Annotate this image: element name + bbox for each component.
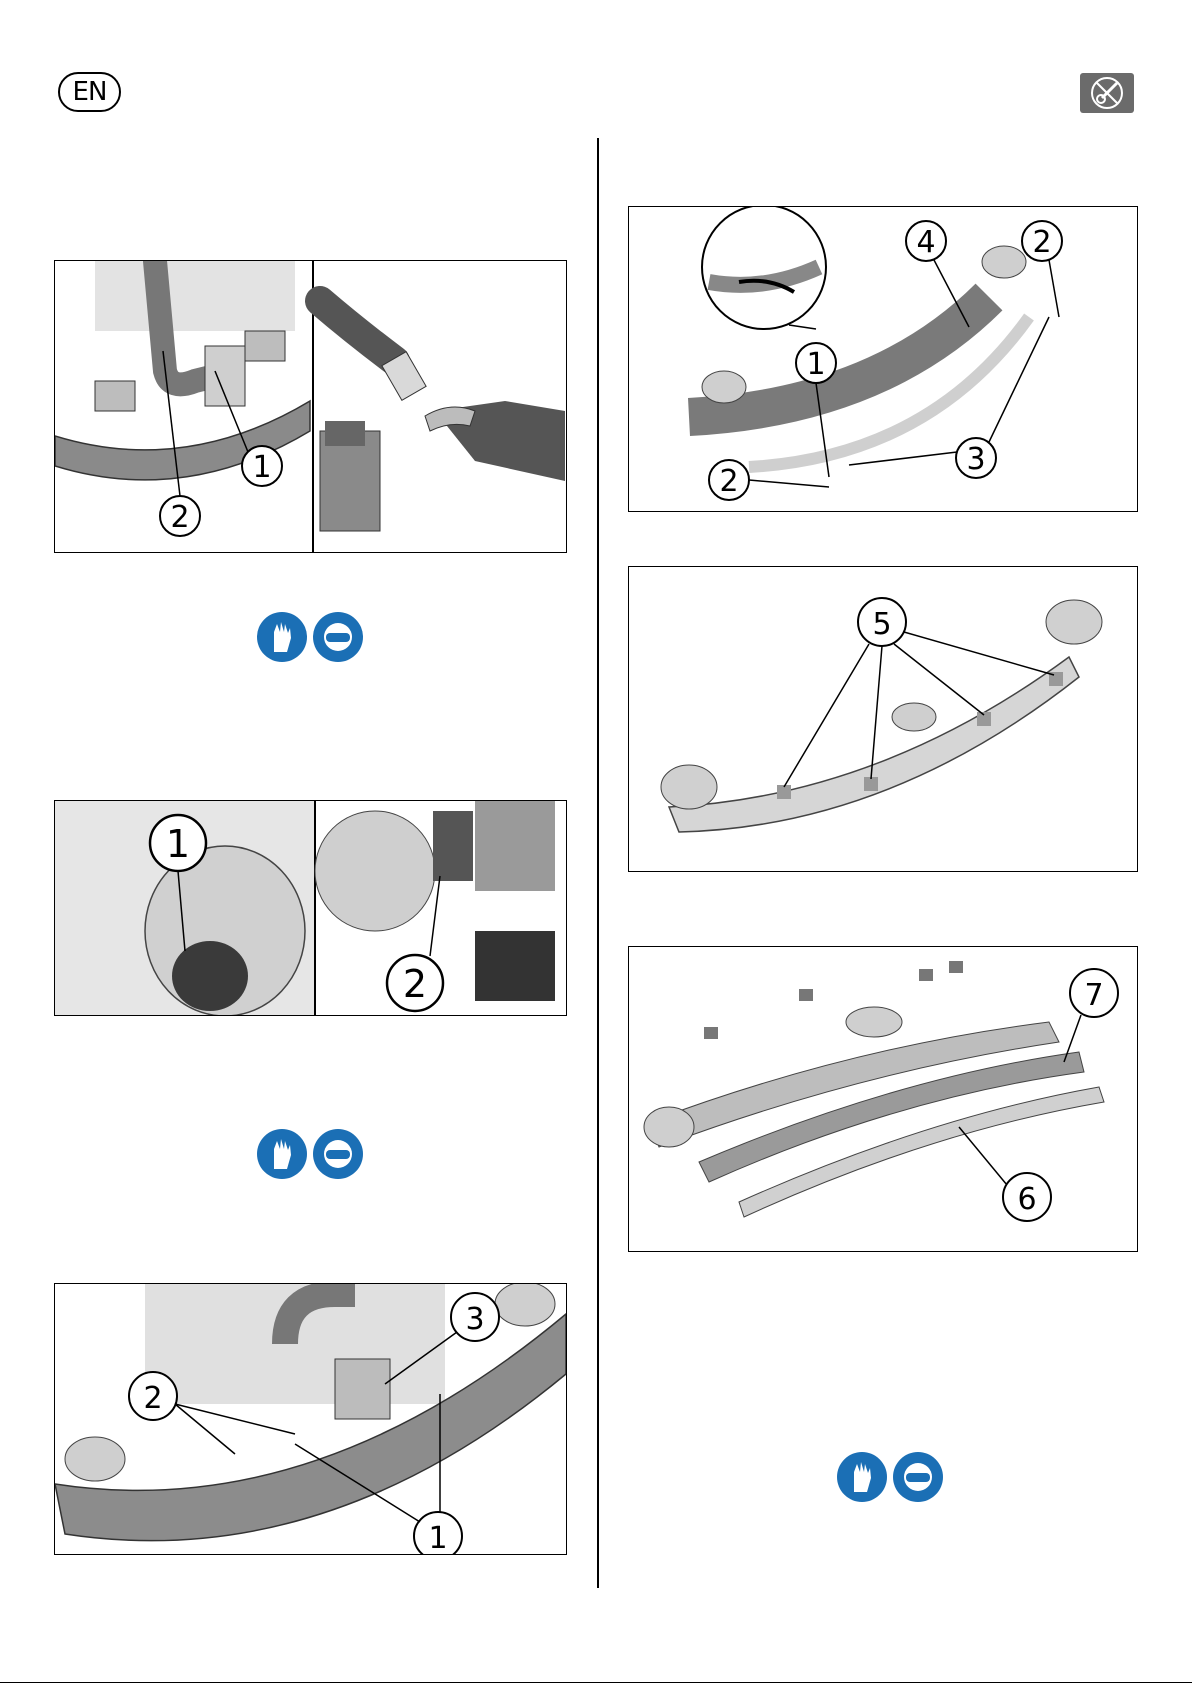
callout-1-label: 1 <box>252 450 271 485</box>
callout-2-label: 2 <box>143 1381 162 1416</box>
callout-5-label: 5 <box>872 607 891 642</box>
callout-6-label: 6 <box>1017 1182 1036 1217</box>
figure-blade-knobs: 5 <box>628 566 1138 872</box>
gloves-icon <box>257 612 307 662</box>
callout-6: 6 <box>959 1127 1051 1221</box>
callout-2-label: 2 <box>170 500 189 535</box>
callout-1-label: 1 <box>166 822 190 866</box>
callout-1-label: 1 <box>806 347 825 382</box>
callout-2-label: 2 <box>403 962 427 1006</box>
figure-blade-strips: 7 6 <box>628 946 1138 1252</box>
language-badge: EN <box>58 72 121 112</box>
callout-1-label: 1 <box>428 1521 447 1554</box>
callout-2: 2 <box>1022 221 1062 317</box>
goggles-icon <box>313 1129 363 1179</box>
gloves-icon <box>837 1452 887 1502</box>
callout-3-label: 3 <box>966 442 985 477</box>
ppe-icons-2 <box>257 1129 363 1179</box>
figure-blade-exploded: 4 2 1 3 2 <box>628 206 1138 512</box>
language-code: EN <box>73 77 107 107</box>
callout-3-label: 3 <box>465 1302 484 1337</box>
gloves-icon <box>257 1129 307 1179</box>
goggles-icon <box>893 1452 943 1502</box>
figure-filter-check: 1 2 <box>54 800 567 1016</box>
callout-7-label: 7 <box>1084 978 1103 1013</box>
callout-4-label: 4 <box>916 225 935 260</box>
figure-squeegee-mount: 3 2 1 <box>54 1283 567 1555</box>
figure-hose-removal: 1 2 <box>54 260 567 553</box>
callout-7: 7 <box>1064 969 1118 1062</box>
ppe-icons-3 <box>837 1452 943 1502</box>
callout-2-label: 2 <box>1032 225 1051 260</box>
ppe-icons-1 <box>257 612 363 662</box>
maintenance-tools-icon <box>1080 73 1134 113</box>
callout-2b-label: 2 <box>719 464 738 499</box>
goggles-icon <box>313 612 363 662</box>
page-bottom-rule <box>0 1682 1192 1683</box>
column-divider <box>597 138 599 1588</box>
